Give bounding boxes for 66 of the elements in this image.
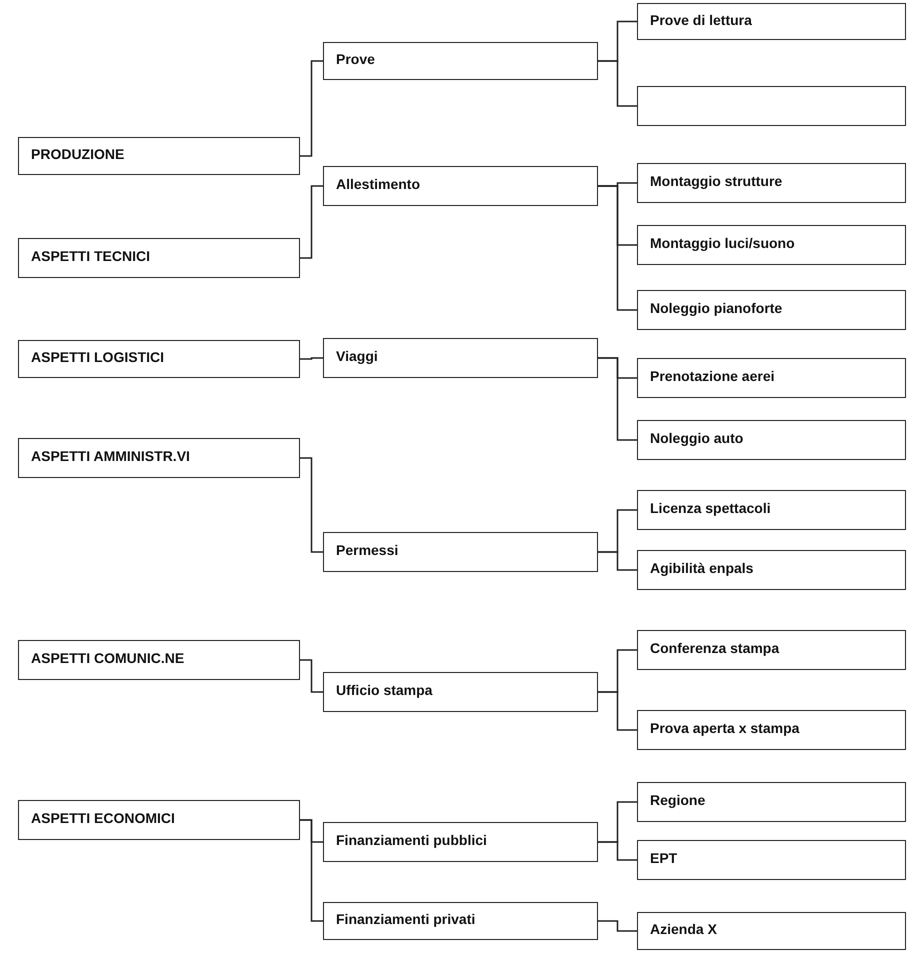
node-box — [18, 238, 300, 278]
node-label: Allestimento — [336, 176, 420, 192]
node-label: Conferenza stampa — [650, 640, 780, 656]
node-box — [637, 290, 906, 330]
node-box — [323, 672, 598, 712]
node-label: Noleggio pianoforte — [650, 300, 782, 316]
node-box — [323, 166, 598, 206]
node-box — [18, 800, 300, 840]
connector-line — [598, 920, 637, 932]
node-box — [323, 902, 598, 940]
node-label: Finanziamenti pubblici — [336, 832, 487, 848]
node-label: Montaggio luci/suono — [650, 235, 795, 251]
node-label: ASPETTI ECONOMICI — [31, 810, 175, 826]
node-label: Noleggio auto — [650, 430, 744, 446]
node-box — [637, 358, 906, 398]
connector-line — [300, 60, 323, 157]
node-box — [637, 3, 906, 40]
node-label: Permessi — [336, 542, 398, 558]
node-label: ASPETTI TECNICI — [31, 248, 150, 264]
node-label: EPT — [650, 850, 678, 866]
connector-line — [598, 691, 637, 731]
node-label: Ufficio stampa — [336, 682, 432, 698]
connector-line — [300, 457, 323, 553]
node-box — [637, 630, 906, 670]
node-box — [637, 550, 906, 590]
node-label: Prove di lettura — [650, 12, 752, 28]
node-label: Azienda X — [650, 921, 717, 937]
connector-line — [598, 60, 637, 107]
connector-line — [598, 185, 637, 311]
node-label: Viaggi — [336, 348, 378, 364]
node-box — [323, 338, 598, 378]
connector-line — [300, 819, 323, 922]
node-box — [323, 42, 598, 80]
node-box — [637, 840, 906, 880]
node-box — [637, 420, 906, 460]
node-label: Regione — [650, 792, 706, 808]
connector-line — [598, 551, 637, 571]
node-label: Montaggio strutture — [650, 173, 782, 189]
node-label: Prova aperta x stampa — [650, 720, 800, 736]
node-box — [323, 822, 598, 862]
node-box — [18, 340, 300, 378]
connector-line — [598, 357, 637, 441]
node-label: ASPETTI LOGISTICI — [31, 349, 164, 365]
node-label: ASPETTI AMMINISTR.VI — [31, 448, 190, 464]
node-box — [18, 640, 300, 680]
node-label: PRODUZIONE — [31, 146, 124, 162]
connector-line — [598, 841, 637, 861]
node-box — [18, 438, 300, 478]
node-label: Finanziamenti privati — [336, 911, 476, 927]
connector-line — [300, 185, 323, 259]
node-box — [637, 490, 906, 530]
node-box — [18, 137, 300, 175]
node-box — [637, 912, 906, 950]
node-label: ASPETTI COMUNIC.NE — [31, 650, 184, 666]
node-label: Licenza spettacoli — [650, 500, 771, 516]
node-box — [637, 225, 906, 265]
connector-line — [300, 659, 323, 693]
node-label: Agibilità enpals — [650, 560, 754, 576]
node-box — [637, 710, 906, 750]
node-box — [323, 532, 598, 572]
node-label: Prenotazione aerei — [650, 368, 774, 384]
empty-box — [637, 86, 906, 126]
node-label: Prove — [336, 51, 375, 67]
node-box — [637, 782, 906, 822]
node-box — [637, 163, 906, 203]
connector-line — [300, 357, 323, 360]
